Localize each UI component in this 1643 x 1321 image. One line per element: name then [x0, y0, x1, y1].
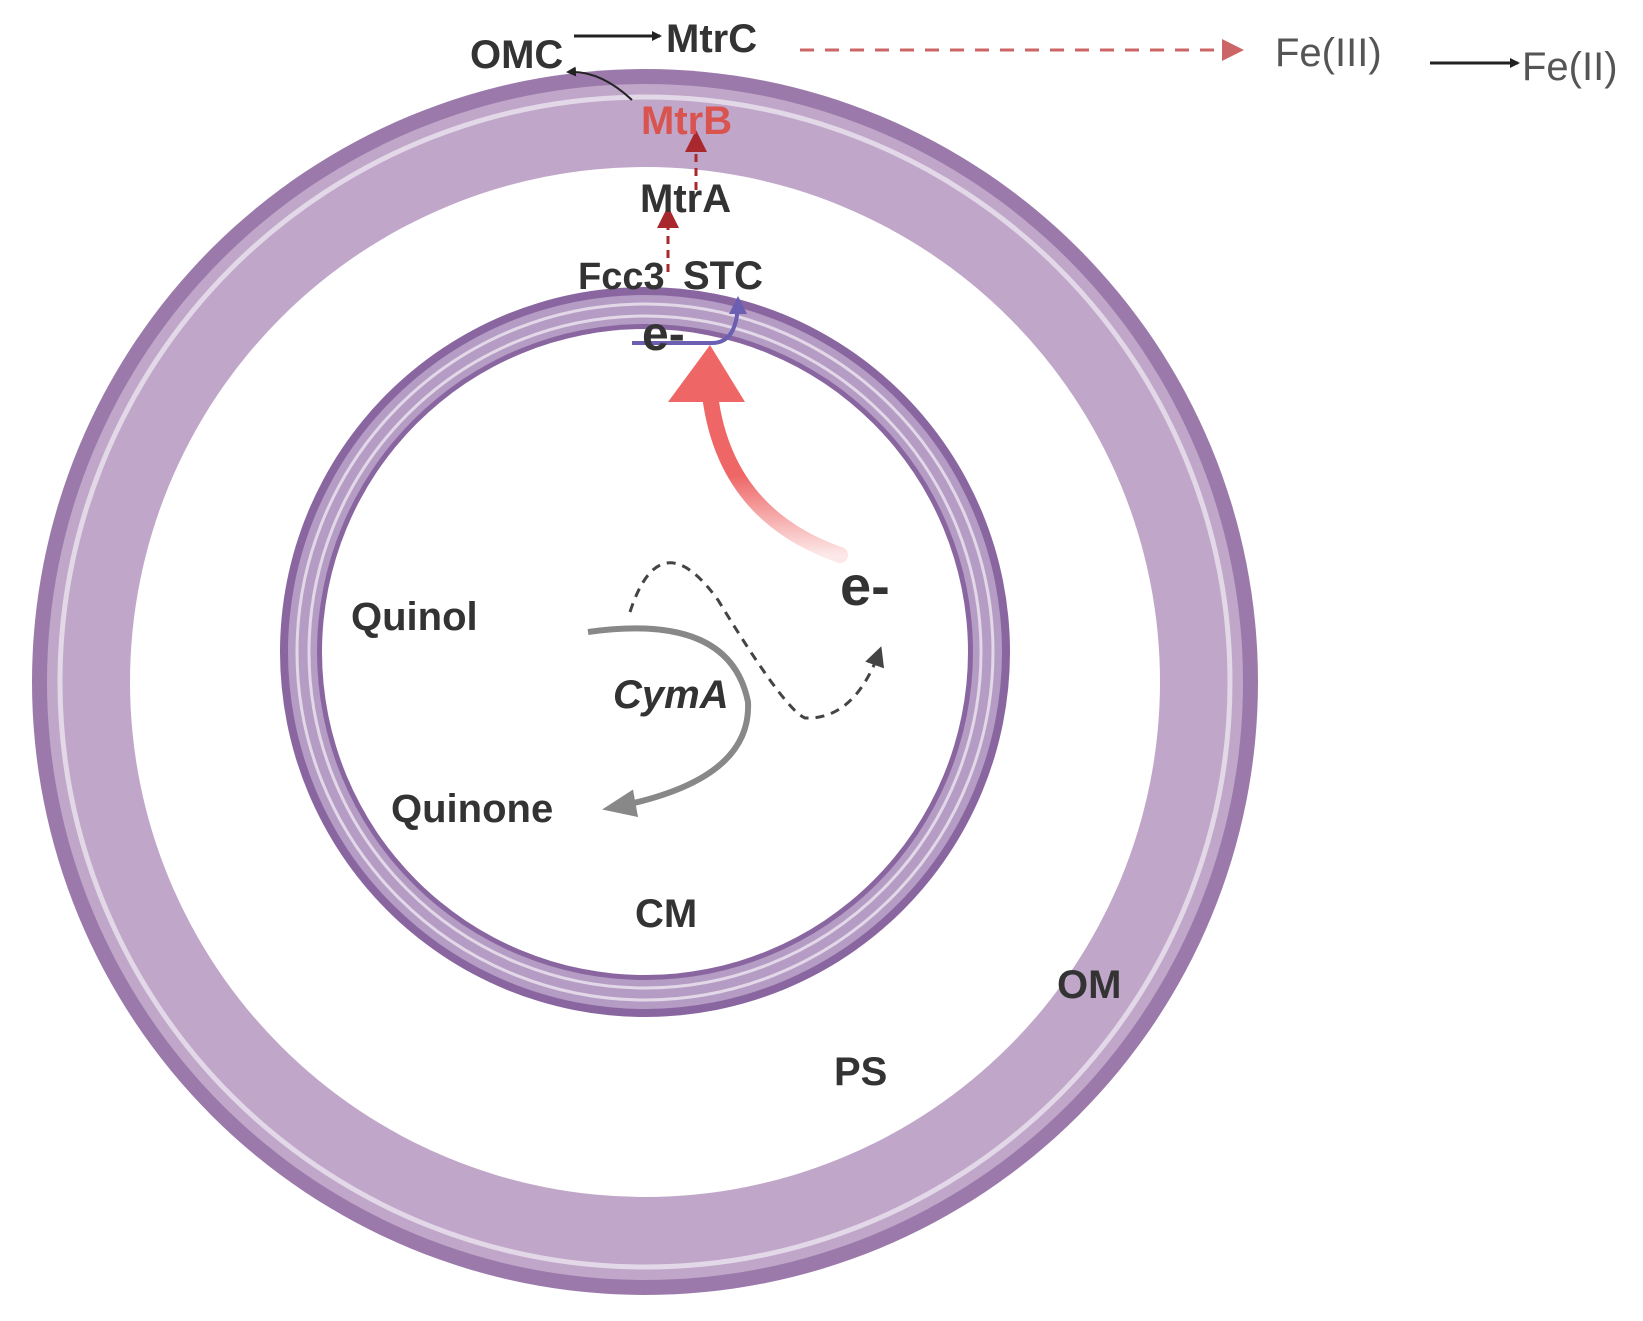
fe2-label: Fe(II)	[1522, 45, 1618, 89]
electron-top-label: e-	[642, 308, 685, 361]
quinol-to-quinone-gray-arrow	[587, 625, 752, 818]
mtrb-to-omc-arrow	[566, 66, 633, 101]
cytoplasm	[322, 329, 968, 975]
electron-transport-red-arrow	[702, 387, 848, 563]
quinone-label: Quinone	[391, 787, 553, 831]
cm-label: CM	[635, 892, 697, 936]
fe3-label: Fe(III)	[1275, 31, 1382, 75]
cyma-label: CymA	[613, 673, 729, 717]
ps-label: PS	[834, 1050, 887, 1094]
electron-to-stc-blue-arrow	[632, 296, 747, 345]
mtra-label: MtrA	[640, 177, 731, 221]
cm-highlight-2	[307, 314, 983, 990]
red-arrow-head	[668, 345, 745, 402]
outer-membrane-highlight	[57, 94, 1233, 1270]
cm-highlight-1	[295, 302, 995, 1002]
electron-inner-label: e-	[840, 554, 890, 617]
cytoplasmic-membrane	[280, 287, 1010, 1017]
mtrb-label: MtrB	[641, 99, 732, 143]
fcc3-label: Fcc3	[578, 256, 665, 298]
stc-label: STC	[683, 254, 763, 298]
om-label: OM	[1057, 963, 1121, 1007]
quinol-label: Quinol	[351, 595, 478, 639]
mtrc-label: MtrC	[666, 17, 757, 61]
omc-label: OMC	[470, 33, 563, 77]
